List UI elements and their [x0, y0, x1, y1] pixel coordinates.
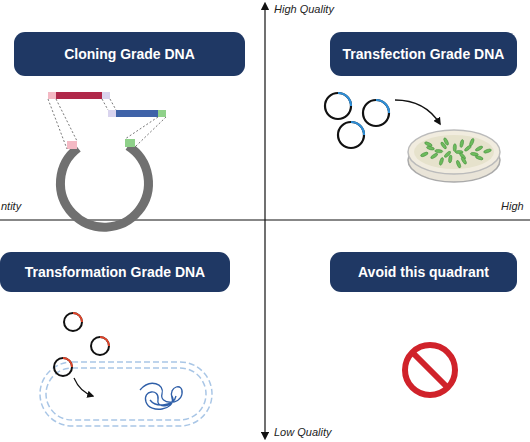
transformation-bacterium: [40, 313, 212, 426]
transfection-grade-box: Transfection Grade DNA: [330, 32, 517, 76]
petri-dish: [408, 130, 500, 182]
axis-label-left: ntity: [0, 200, 22, 212]
box-title: Cloning Grade DNA: [64, 46, 195, 62]
quality-axis: [264, 6, 265, 436]
box-title: Avoid this quadrant: [358, 264, 489, 280]
box-title: Transfection Grade DNA: [343, 46, 505, 62]
axis-label-right: High: [500, 200, 525, 212]
axis-label-top: High Quality: [273, 3, 335, 15]
axis-label-bottom: Low Quality: [273, 426, 332, 438]
cloning-plasmid: [48, 92, 166, 227]
avoid-quadrant-box: Avoid this quadrant: [330, 252, 517, 292]
prohibition-sign: [405, 345, 455, 395]
transformation-grade-box: Transformation Grade DNA: [0, 252, 230, 292]
cloning-grade-box: Cloning Grade DNA: [14, 32, 245, 76]
box-title: Transformation Grade DNA: [25, 264, 205, 280]
